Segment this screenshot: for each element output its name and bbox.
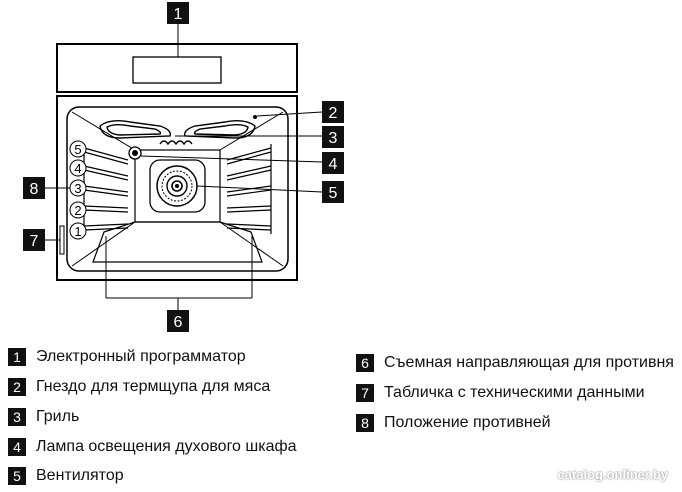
svg-text:2: 2 bbox=[329, 105, 338, 122]
programmer-display bbox=[132, 56, 222, 84]
svg-text:8: 8 bbox=[30, 181, 39, 198]
legend-item: 8 Положение противней bbox=[356, 412, 551, 434]
callout-2: 2 bbox=[322, 101, 344, 123]
callout-1: 1 bbox=[167, 2, 189, 24]
svg-text:4: 4 bbox=[329, 156, 338, 173]
callout-4: 4 bbox=[322, 152, 344, 174]
legend-item: 4 Лампа освещения духового шкафа bbox=[8, 436, 297, 458]
legend-number: 1 bbox=[8, 348, 26, 366]
svg-text:5: 5 bbox=[329, 185, 338, 202]
shelf-number: 5 bbox=[74, 142, 81, 157]
legend-text: Вентилятор bbox=[36, 467, 124, 484]
legend-number: 5 bbox=[8, 467, 26, 485]
legend-item: 1 Электронный программатор bbox=[8, 346, 246, 368]
watermark: catalog.onliner.by bbox=[557, 467, 668, 482]
legend-text: Гнездо для термщупа для мяса bbox=[36, 378, 271, 395]
legend-text: Лампа освещения духового шкафа bbox=[36, 438, 297, 455]
svg-text:6: 6 bbox=[174, 314, 183, 331]
callout-3: 3 bbox=[322, 126, 344, 148]
shelf-positions: 5 4 3 2 1 bbox=[69, 140, 87, 240]
legend-item: 7 Табличка с техническими данными bbox=[356, 382, 645, 404]
legend-number: 3 bbox=[8, 408, 26, 426]
svg-text:7: 7 bbox=[30, 233, 39, 250]
svg-text:1: 1 bbox=[174, 6, 183, 23]
callout-8: 8 bbox=[23, 177, 45, 199]
legend-item: 6 Съемная направляющая для противня bbox=[356, 352, 674, 374]
legend-text: Электронный программатор bbox=[36, 348, 246, 365]
legend-number: 8 bbox=[356, 414, 374, 432]
oven-diagram: 5 4 3 2 1 1 2 3 4 5 6 7 bbox=[23, 2, 344, 332]
legend-number: 2 bbox=[8, 378, 26, 396]
callout-5: 5 bbox=[322, 181, 344, 203]
right-shelf-support bbox=[226, 144, 272, 234]
legend-number: 6 bbox=[356, 354, 374, 372]
grill-element bbox=[99, 119, 256, 146]
legend-text: Табличка с техническими данными bbox=[384, 384, 645, 401]
legend-item: 2 Гнездо для термщупа для мяса bbox=[8, 376, 270, 398]
legend-text: Съемная направляющая для противня bbox=[384, 354, 674, 371]
shelf-number: 3 bbox=[74, 181, 81, 196]
callout-7: 7 bbox=[23, 229, 45, 251]
legend-number: 7 bbox=[356, 384, 374, 402]
fan bbox=[149, 159, 206, 213]
legend-text: Гриль bbox=[36, 408, 80, 425]
svg-text:3: 3 bbox=[329, 130, 338, 147]
legend-number: 4 bbox=[8, 438, 26, 456]
shelf-number: 1 bbox=[74, 224, 81, 239]
legend-text: Положение противней bbox=[384, 414, 551, 431]
shelf-number: 4 bbox=[74, 161, 81, 176]
callout-6: 6 bbox=[167, 310, 189, 332]
shelf-number: 2 bbox=[74, 203, 81, 218]
thermoprobe-socket bbox=[253, 115, 257, 119]
rating-plate bbox=[59, 225, 65, 255]
legend-item: 3 Гриль bbox=[8, 406, 79, 428]
legend-item: 5 Вентилятор bbox=[8, 465, 124, 487]
